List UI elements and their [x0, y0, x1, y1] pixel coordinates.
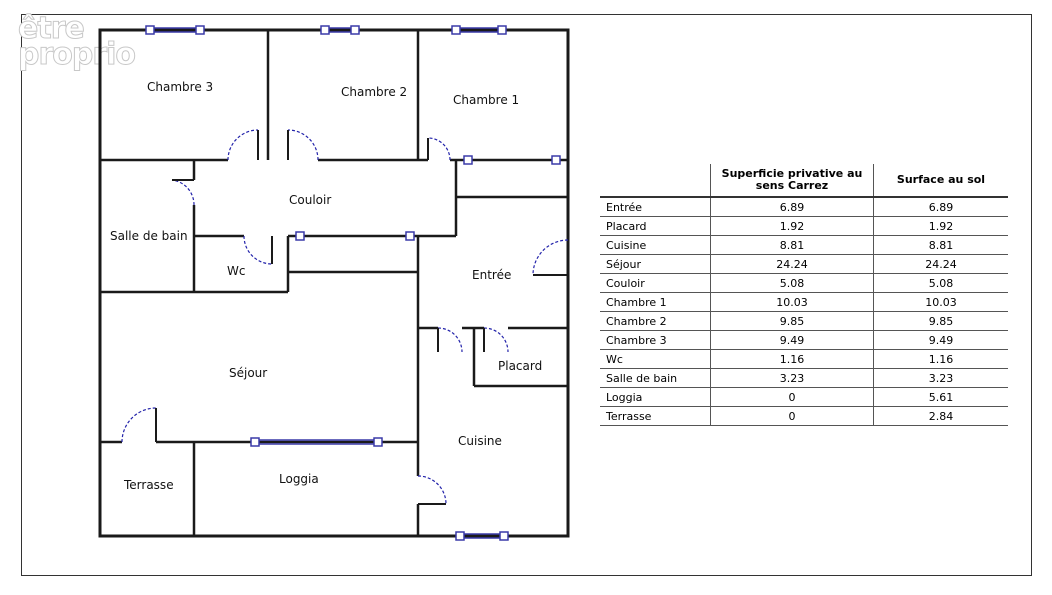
table-cell-carrez: 5.08 [710, 273, 874, 293]
table-cell-sol: 9.49 [873, 330, 1008, 350]
table-cell-carrez: 24.24 [710, 254, 874, 274]
table-cell-room: Loggia [600, 387, 711, 407]
table-cell-room: Entrée [600, 197, 711, 217]
table-cell-room: Placard [600, 216, 711, 236]
table-cell-room: Wc [600, 349, 711, 369]
table-cell-carrez: 9.49 [710, 330, 874, 350]
room-salle-de-bain: Salle de bain [110, 229, 188, 243]
room-sejour: Séjour [229, 366, 268, 380]
table-cell-room: Terrasse [600, 406, 711, 426]
table-cell-room: Cuisine [600, 235, 711, 255]
room-chambre-2: Chambre 2 [341, 85, 408, 99]
room-terrasse: Terrasse [124, 478, 174, 492]
room-wc: Wc [227, 264, 246, 278]
table-cell-sol: 1.92 [873, 216, 1008, 236]
table-cell-sol: 24.24 [873, 254, 1008, 274]
table-cell-room: Chambre 3 [600, 330, 711, 350]
table-cell-sol: 2.84 [873, 406, 1008, 426]
table-cell-room: Chambre 1 [600, 292, 711, 312]
windows [145, 25, 561, 541]
exterior-walls [98, 28, 570, 538]
table-cell-carrez: 10.03 [710, 292, 874, 312]
watermark-logo: être proprio [17, 11, 136, 72]
room-cuisine: Cuisine [458, 434, 502, 448]
table-header-carrez: Superficie privative au sens Carrez [710, 164, 874, 198]
table-cell-room: Salle de bain [600, 368, 711, 388]
table-cell-sol: 3.23 [873, 368, 1008, 388]
table-header-room [600, 164, 711, 198]
drawing-frame [21, 14, 1032, 576]
surface-table: Superficie privative au sens Carrez Surf… [600, 164, 1008, 426]
table-cell-carrez: 3.23 [710, 368, 874, 388]
table-header-sol: Surface au sol [873, 164, 1008, 198]
room-placard: Placard [498, 359, 543, 373]
table-cell-room: Chambre 2 [600, 311, 711, 331]
table-cell-sol: 1.16 [873, 349, 1008, 369]
room-loggia: Loggia [279, 472, 319, 486]
room-chambre-3: Chambre 3 [147, 80, 214, 94]
table-cell-carrez: 8.81 [710, 235, 874, 255]
table-cell-carrez: 0 [710, 406, 874, 426]
interior-walls [100, 30, 570, 536]
table-cell-room: Séjour [600, 254, 711, 274]
table-header-row: Superficie privative au sens Carrez Surf… [600, 164, 1008, 198]
table-cell-carrez: 6.89 [710, 197, 874, 217]
room-couloir: Couloir [289, 193, 332, 207]
table-cell-carrez: 1.92 [710, 216, 874, 236]
table-cell-sol: 10.03 [873, 292, 1008, 312]
table-cell-sol: 9.85 [873, 311, 1008, 331]
table-cell-carrez: 0 [710, 387, 874, 407]
table-cell-room: Couloir [600, 273, 711, 293]
table-cell-sol: 5.08 [873, 273, 1008, 293]
door-leaves [155, 130, 568, 505]
table-cell-carrez: 1.16 [710, 349, 874, 369]
table-cell-sol: 6.89 [873, 197, 1008, 217]
room-chambre-1: Chambre 1 [453, 93, 520, 107]
table-cell-sol: 5.61 [873, 387, 1008, 407]
room-entree: Entrée [472, 268, 512, 282]
table-cell-sol: 8.81 [873, 235, 1008, 255]
table-cell-carrez: 9.85 [710, 311, 874, 331]
